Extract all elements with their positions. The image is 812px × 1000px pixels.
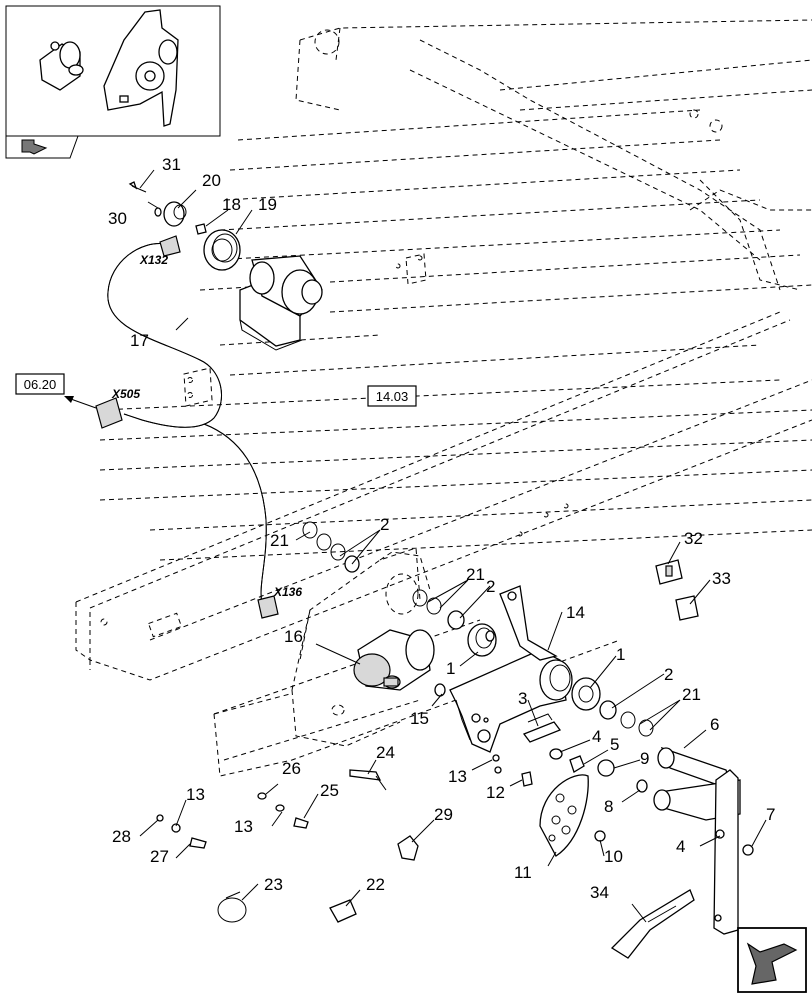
callout-5: 5	[610, 735, 619, 754]
callout-13-left: 13	[186, 785, 205, 804]
back-button[interactable]	[5, 135, 79, 159]
connector-label-x132: X132	[139, 253, 168, 267]
callout-21-right: 21	[682, 685, 701, 704]
callout-12: 12	[486, 783, 505, 802]
callout-10: 10	[604, 847, 623, 866]
svg-text:06.20: 06.20	[24, 377, 57, 392]
callout-31: 31	[162, 155, 181, 174]
lever-arm	[653, 746, 754, 935]
assembly-preview-icon	[39, 9, 179, 127]
callout-20: 20	[202, 171, 221, 190]
bushing	[163, 201, 187, 227]
callout-13-center: 13	[448, 767, 467, 786]
callout-8: 8	[604, 797, 613, 816]
callout-2-mid: 2	[380, 515, 389, 534]
callout-19: 19	[258, 195, 277, 214]
callout-30: 30	[108, 209, 127, 228]
callout-15: 15	[410, 709, 429, 728]
detent-disc	[539, 774, 589, 857]
callout-23: 23	[264, 875, 283, 894]
wire-harness	[95, 235, 279, 619]
callout-14: 14	[566, 603, 585, 622]
callout-21-mid: 21	[466, 565, 485, 584]
callout-1-left: 1	[446, 659, 455, 678]
callout-25: 25	[320, 781, 339, 800]
callout-1-right: 1	[616, 645, 625, 664]
callout-9: 9	[640, 749, 649, 768]
callout-33: 33	[712, 569, 731, 588]
callout-3: 3	[518, 689, 527, 708]
inset-preview	[5, 5, 221, 137]
upper-motor	[128, 181, 323, 351]
leader-lines	[139, 169, 767, 923]
callout-26: 26	[282, 759, 301, 778]
seal-ring	[203, 229, 241, 271]
callout-4-mid: 4	[592, 727, 601, 746]
callout-27: 27	[150, 847, 169, 866]
connector-label-x136: X136	[273, 585, 302, 599]
connector-label-x505: X505	[111, 387, 140, 401]
callout-2-upper: 2	[486, 577, 495, 596]
actuator-motor	[353, 629, 435, 691]
svg-text:14.03: 14.03	[376, 389, 409, 404]
callout-11: 11	[514, 863, 532, 882]
callout-28: 28	[112, 827, 131, 846]
callout-6: 6	[710, 715, 719, 734]
callout-17: 17	[130, 331, 149, 350]
bracket-assembly	[302, 521, 654, 857]
next-page-arrow-icon	[746, 942, 798, 985]
loose-parts	[156, 559, 699, 959]
machine-frame	[75, 19, 812, 777]
back-arrow-icon	[21, 139, 48, 155]
callout-4-right: 4	[676, 837, 685, 856]
callout-24: 24	[376, 743, 395, 762]
reference-06-20[interactable]: 06.20	[15, 373, 97, 409]
next-page-button[interactable]	[737, 927, 807, 993]
callout-32: 32	[684, 529, 703, 548]
callout-29: 29	[434, 805, 453, 824]
callout-18: 18	[222, 195, 241, 214]
reference-14-03[interactable]: 14.03	[367, 385, 417, 407]
callout-numbers: 31 20 30 18 19 17 16 21 2 21 2 14 1 15 1…	[108, 155, 775, 902]
callout-21-left: 21	[270, 531, 289, 550]
callout-2-right: 2	[664, 665, 673, 684]
callout-7: 7	[766, 805, 775, 824]
callout-22: 22	[366, 875, 385, 894]
callout-13-lower: 13	[234, 817, 253, 836]
callout-16: 16	[284, 627, 303, 646]
callout-34: 34	[590, 883, 609, 902]
